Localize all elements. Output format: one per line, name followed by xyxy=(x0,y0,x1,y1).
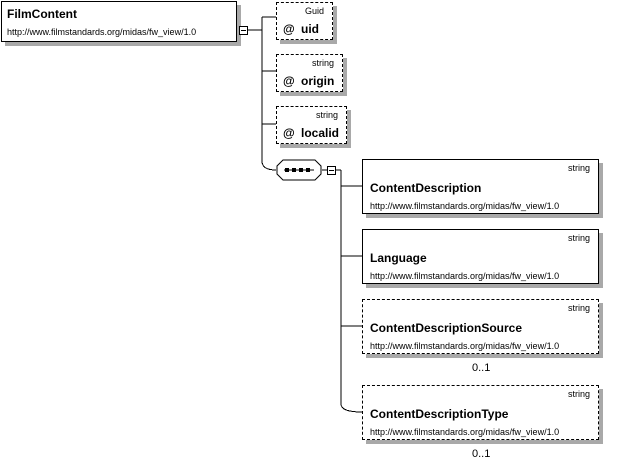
attribute-marker: @ xyxy=(283,74,295,88)
element-type: string xyxy=(567,389,590,399)
attribute-type: string xyxy=(311,58,334,68)
element-box-language[interactable]: string Language http://www.filmstandards… xyxy=(362,229,599,284)
element-name: Language xyxy=(370,251,427,265)
occurrence-label: 0..1 xyxy=(472,362,491,374)
element-name: ContentDescription xyxy=(370,181,482,195)
attribute-box-origin[interactable]: string @ origin xyxy=(276,54,343,92)
occurrence-label: 0..1 xyxy=(472,448,491,460)
root-element-box[interactable]: FilmContent http://www.filmstandards.org… xyxy=(1,1,237,42)
element-namespace: http://www.filmstandards.org/midas/fw_vi… xyxy=(370,427,560,437)
element-namespace: http://www.filmstandards.org/midas/fw_vi… xyxy=(370,201,560,211)
element-type: string xyxy=(567,163,590,173)
element-type: string xyxy=(567,303,590,313)
element-box-content-description-type[interactable]: string ContentDescriptionType http://www… xyxy=(362,385,599,440)
element-name: ContentDescriptionType xyxy=(370,407,509,421)
element-namespace: http://www.filmstandards.org/midas/fw_vi… xyxy=(370,271,560,281)
attribute-type: Guid xyxy=(304,6,324,16)
sequence-collapse-toggle[interactable] xyxy=(327,166,336,175)
attribute-box-uid[interactable]: Guid @ uid xyxy=(276,2,333,40)
attribute-box-localid[interactable]: string @ localid xyxy=(276,106,347,144)
attribute-type: string xyxy=(315,110,338,120)
sequence-compositor-icon[interactable] xyxy=(276,159,322,181)
attribute-name: origin xyxy=(301,74,335,88)
attribute-name: uid xyxy=(301,22,319,36)
root-element-namespace: http://www.filmstandards.org/midas/fw_vi… xyxy=(7,27,197,37)
attribute-marker: @ xyxy=(283,126,295,140)
element-box-content-description-source[interactable]: string ContentDescriptionSource http://w… xyxy=(362,299,599,354)
root-collapse-toggle[interactable] xyxy=(239,26,248,35)
attribute-marker: @ xyxy=(283,22,295,36)
root-element-name: FilmContent xyxy=(7,7,77,21)
element-type: string xyxy=(567,233,590,243)
element-box-content-description[interactable]: string ContentDescription http://www.fil… xyxy=(362,159,599,214)
attribute-name: localid xyxy=(301,126,340,140)
element-namespace: http://www.filmstandards.org/midas/fw_vi… xyxy=(370,341,560,351)
element-name: ContentDescriptionSource xyxy=(370,321,523,335)
